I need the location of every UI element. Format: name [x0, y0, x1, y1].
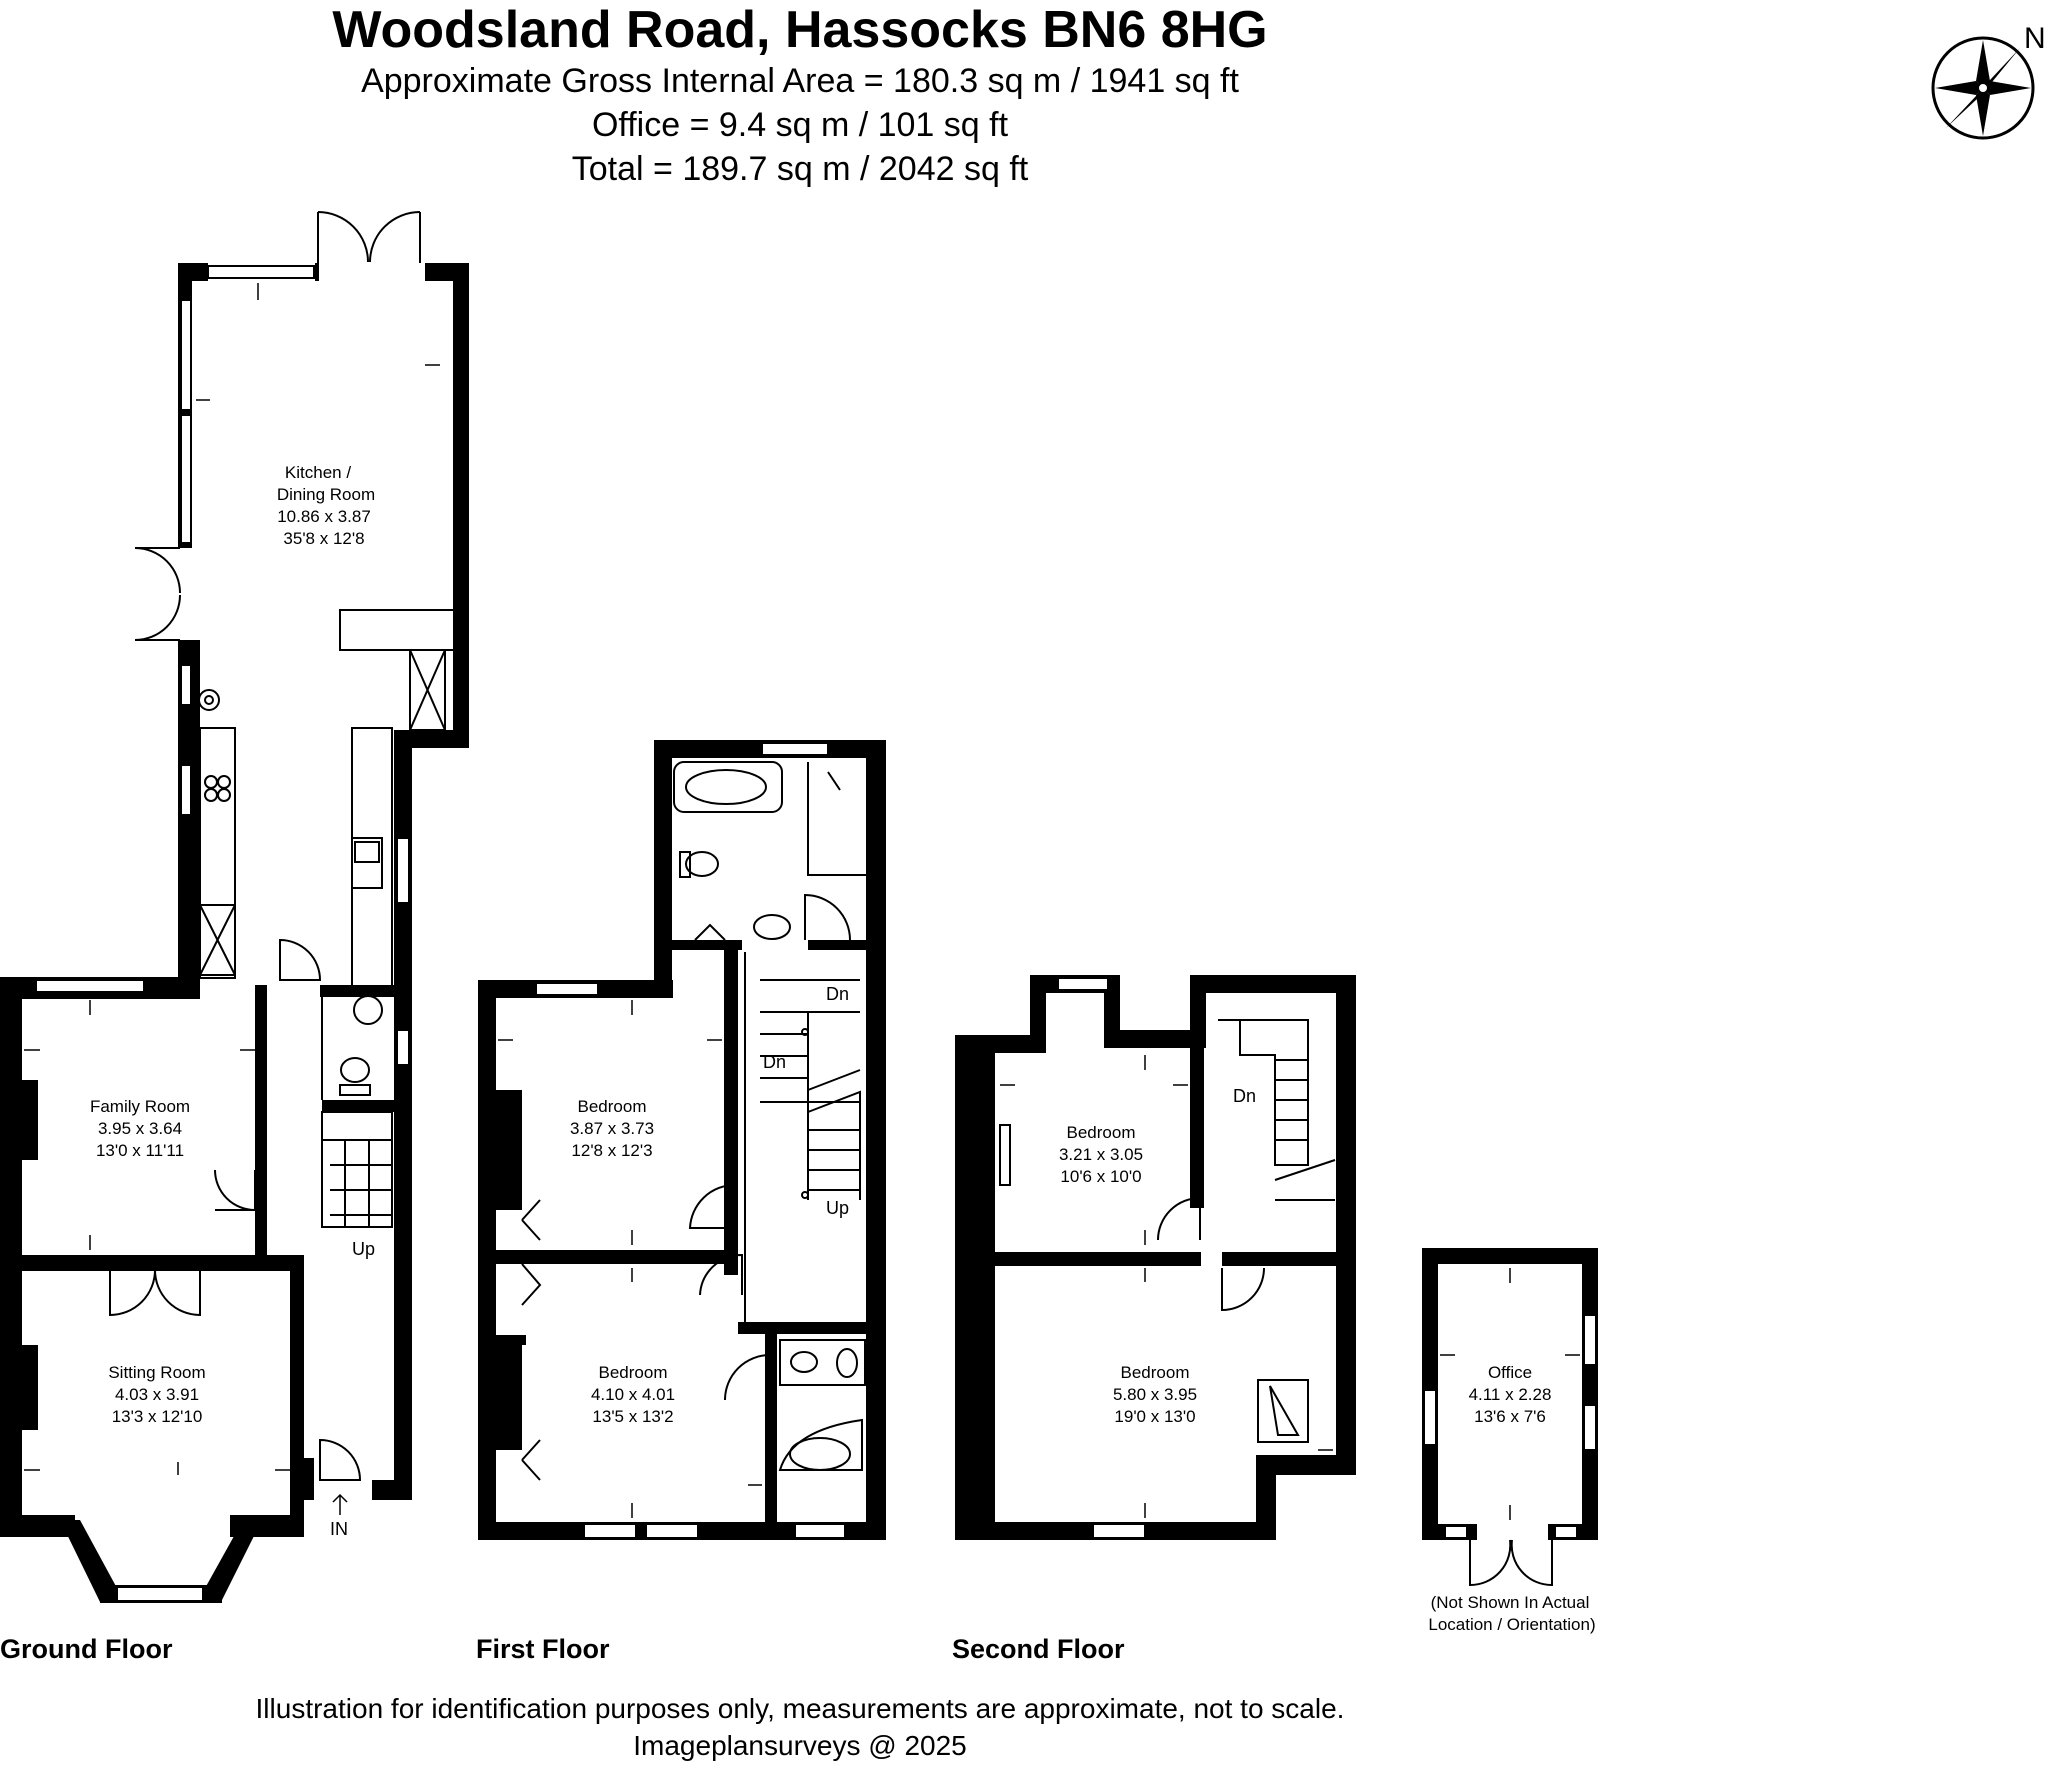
- office-label: Office: [1488, 1363, 1532, 1382]
- bedroom-1-label: Bedroom: [578, 1097, 647, 1116]
- office-note-line-2: Location / Orientation): [1428, 1615, 1595, 1634]
- bedroom-4-dims-imperial: 19'0 x 13'0: [1114, 1407, 1195, 1426]
- bedroom-2-dims-metric: 4.10 x 4.01: [591, 1385, 675, 1404]
- first-floor-label: First Floor: [476, 1634, 610, 1664]
- disclaimer-text: Illustration for identification purposes…: [256, 1693, 1345, 1724]
- bedroom-4-dims-metric: 5.80 x 3.95: [1113, 1385, 1197, 1404]
- second-floor-label: Second Floor: [952, 1634, 1125, 1664]
- bedroom-2-dims-imperial: 13'5 x 13'2: [592, 1407, 673, 1426]
- bedroom-1-dims-imperial: 12'8 x 12'3: [571, 1141, 652, 1160]
- plan-title: Woodsland Road, Hassocks BN6 8HG: [332, 1, 1268, 59]
- total-area-text: Total = 189.7 sq m / 2042 sq ft: [571, 150, 1029, 188]
- office-dims-imperial: 13'6 x 7'6: [1474, 1407, 1546, 1426]
- first-floor-plan: [478, 740, 886, 1540]
- compass-north-label: N: [2024, 22, 2046, 55]
- kitchen-dims-imperial: 35'8 x 12'8: [283, 529, 364, 548]
- office-note-line-1: (Not Shown In Actual: [1431, 1593, 1590, 1612]
- ground-floor-label: Ground Floor: [0, 1634, 173, 1664]
- bedroom-3-dims-imperial: 10'6 x 10'0: [1060, 1167, 1141, 1186]
- ground-stairs-up-label: Up: [352, 1239, 375, 1259]
- bedroom-3-dims-metric: 3.21 x 3.05: [1059, 1145, 1143, 1164]
- bedroom-4-label: Bedroom: [1121, 1363, 1190, 1382]
- sitting-room-dims-imperial: 13'3 x 12'10: [112, 1407, 203, 1426]
- first-stairs-down-left-label: Dn: [763, 1052, 786, 1072]
- office-area-text: Office = 9.4 sq m / 101 sq ft: [591, 106, 1009, 144]
- family-room-dims-metric: 3.95 x 3.64: [98, 1119, 182, 1138]
- entrance-label: IN: [330, 1519, 348, 1539]
- credit-text: Imageplansurveys @ 2025: [633, 1730, 967, 1761]
- entrance-arrow-icon: [332, 1493, 348, 1515]
- gross-area-text: Approximate Gross Internal Area = 180.3 …: [361, 62, 1239, 100]
- kitchen-label-1: Kitchen /: [285, 463, 351, 482]
- kitchen-dims-metric: 10.86 x 3.87: [277, 507, 371, 526]
- bedroom-2-label: Bedroom: [599, 1363, 668, 1382]
- first-stairs-down-label: Dn: [826, 984, 849, 1004]
- kitchen-label-2: Dining Room: [277, 485, 375, 504]
- sitting-room-dims-metric: 4.03 x 3.91: [115, 1385, 199, 1404]
- bedroom-3-label: Bedroom: [1067, 1123, 1136, 1142]
- first-stairs-up-label: Up: [826, 1198, 849, 1218]
- compass-icon: [1931, 36, 2035, 140]
- ground-floor-plan: [0, 263, 469, 1603]
- sitting-room-label: Sitting Room: [108, 1363, 205, 1382]
- family-room-dims-imperial: 13'0 x 11'11: [96, 1141, 184, 1160]
- office-dims-metric: 4.11 x 2.28: [1469, 1385, 1552, 1404]
- second-stairs-down-label: Dn: [1233, 1086, 1256, 1106]
- bedroom-1-dims-metric: 3.87 x 3.73: [570, 1119, 654, 1138]
- family-room-label: Family Room: [90, 1097, 190, 1116]
